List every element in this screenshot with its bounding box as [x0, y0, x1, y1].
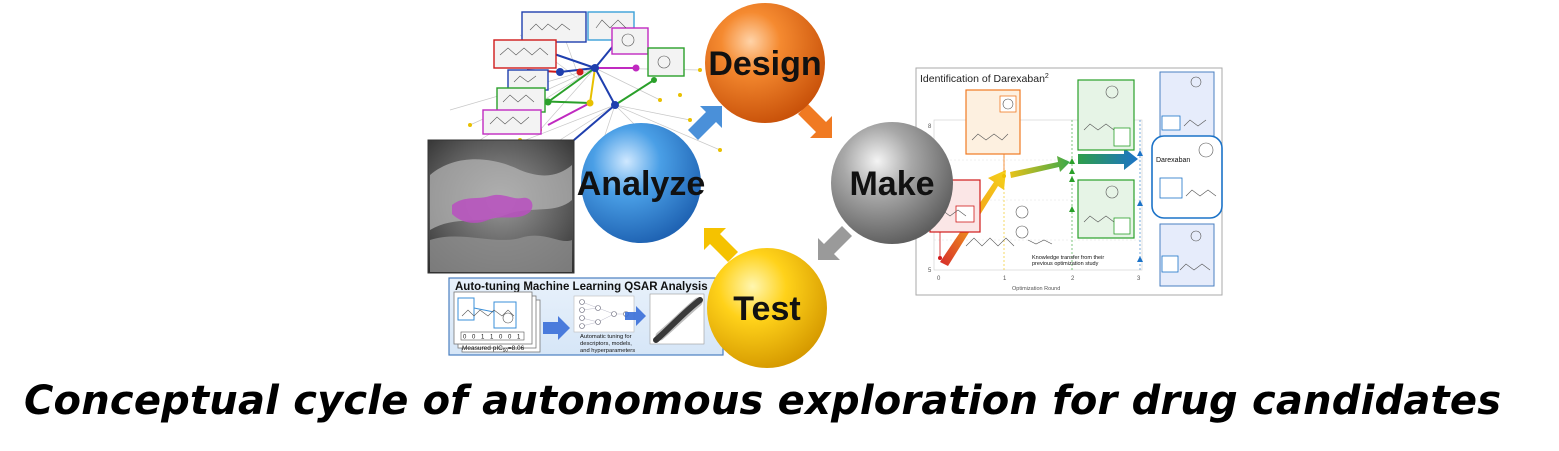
tuning-line-3: and hyperparameters	[580, 348, 635, 354]
figure-caption: Conceptual cycle of autonomous explorati…	[24, 378, 1502, 424]
qsar-title: Auto-tuning Machine Learning QSAR Analys…	[455, 281, 708, 293]
x-axis-label: Optimization Round	[1012, 286, 1060, 292]
arrow-analyze-to-design	[688, 106, 722, 140]
bit-5: 0	[508, 335, 512, 341]
round2-structure-bottom	[1077, 179, 1135, 239]
analyze-label: Analyze	[577, 165, 706, 203]
arrow-round1-to-round2	[1010, 156, 1070, 178]
bit-1: 0	[472, 335, 476, 341]
x-tick-3: 3	[1137, 276, 1141, 282]
y-tick-5: 5	[928, 268, 932, 274]
compound-network	[449, 11, 722, 152]
darexaban-structure: Darexaban	[1151, 135, 1223, 219]
x-tick-0: 0	[937, 276, 941, 282]
round3-structure-top	[1159, 71, 1215, 137]
bit-3: 1	[490, 335, 494, 341]
test-node: Test	[707, 248, 827, 368]
arrow-round2-to-round3	[1078, 148, 1138, 170]
tuning-line-2: descriptors, models,	[580, 341, 632, 347]
bit-4: 0	[499, 335, 503, 341]
arrow-make-to-test	[818, 226, 852, 260]
arrow-design-to-make	[798, 104, 832, 138]
make-node: Make	[831, 122, 953, 244]
x-tick-2: 2	[1071, 276, 1075, 282]
make-label: Make	[849, 165, 934, 203]
qsar-scatter-plot	[649, 293, 705, 345]
knowledge-structure	[965, 205, 1053, 247]
qsar-arrow-2	[625, 306, 646, 326]
bit-6: 1	[517, 335, 521, 341]
optimization-title: Identification of Darexaban2	[920, 73, 1049, 85]
measured-pic50: Measured pIC50=8.06	[462, 345, 525, 353]
arrow-test-to-analyze	[704, 228, 738, 262]
bit-2: 1	[481, 335, 485, 341]
cycle-arrows	[688, 104, 852, 262]
round2-structure-top	[1077, 79, 1135, 151]
bit-0: 0	[463, 335, 467, 341]
test-label: Test	[733, 290, 800, 328]
round1-structure	[965, 89, 1021, 172]
knowledge-line-2: previous optimization study	[1032, 261, 1099, 267]
protein-surface-image	[427, 139, 575, 274]
x-tick-1: 1	[1003, 276, 1007, 282]
qsar-panel: Auto-tuning Machine Learning QSAR Analys…	[448, 277, 724, 356]
design-label: Design	[708, 45, 821, 83]
round3-structure-bottom	[1159, 223, 1215, 287]
qsar-arrow-1	[543, 316, 570, 340]
optimization-panel: Identification of Darexaban2 8 5 0 1 2 3…	[915, 67, 1223, 296]
y-tick-8: 8	[928, 124, 932, 130]
analyze-node: Analyze	[577, 123, 706, 243]
neural-network-icon	[573, 295, 635, 333]
bit-vector: 0 0 1 1 0 0 1	[460, 331, 525, 341]
tuning-line-1: Automatic tuning for	[580, 334, 632, 340]
darexaban-label: Darexaban	[1156, 157, 1190, 164]
design-node: Design	[705, 3, 825, 123]
knowledge-line-1: Knowledge transfer from their	[1032, 255, 1104, 261]
